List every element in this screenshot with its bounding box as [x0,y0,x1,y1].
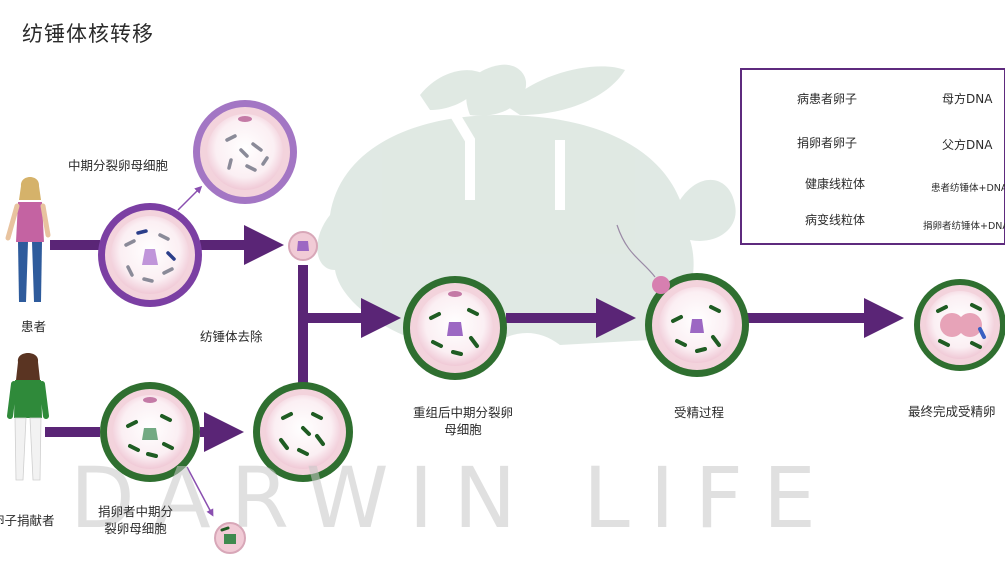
label-patient: 患者 [21,319,47,334]
enlarged-patient-oocyte [193,100,297,204]
watermark-tortoise [317,64,736,345]
enucleated-donor-oocyte [253,382,353,482]
legend-label-paternal-dna: 父方DNA [942,138,993,152]
patient-mii-oocyte [98,203,202,307]
legend-label-healthy-mito: 健康线粒体 [805,177,866,191]
page-title: 纺锤体核转移 [22,22,154,46]
legend-label-patient-egg: 病患者卵子 [797,92,858,106]
reconstructed-oocyte [403,276,507,380]
watermark-text: DARWIN LIFE [70,449,836,547]
label-reconstructed-oocyte: 重组后中期分裂卵 母细胞 [413,405,514,437]
patient-figure [5,177,51,302]
legend [740,68,1005,245]
removed-donor-spindle [214,522,246,554]
label-final-egg: 最终完成受精卵 [908,404,996,419]
legend-label-patient-spindle: 患者纺锤体+DNA [931,183,1005,194]
label-spindle-removal: 纺锤体去除 [200,329,263,344]
donor-mii-oocyte [100,382,200,482]
fertilization-oocyte [616,224,749,377]
legend-label-diseased-mito: 病变线粒体 [805,213,866,227]
final-zygote [914,279,1005,371]
legend-label-donor-egg: 捐卵者卵子 [797,136,858,150]
label-donor-mii-oocyte: 捐卵者中期分 裂卵母细胞 [98,504,174,536]
label-patient-mii-oocyte: 中期分裂卵母细胞 [68,158,169,173]
removed-spindle [288,231,318,261]
arrow-to-removed-spindle [186,466,214,517]
label-fertilization: 受精过程 [674,405,725,420]
label-donor: 卵子捐献者 [0,513,55,528]
legend-label-donor-spindle: 捐卵者纺锤体+DNA [923,221,1005,232]
legend-label-maternal-dna: 母方DNA [942,92,993,106]
arrow-to-enlarged-oocyte [177,185,203,211]
arrows [45,225,904,452]
donor-figure [7,353,49,481]
